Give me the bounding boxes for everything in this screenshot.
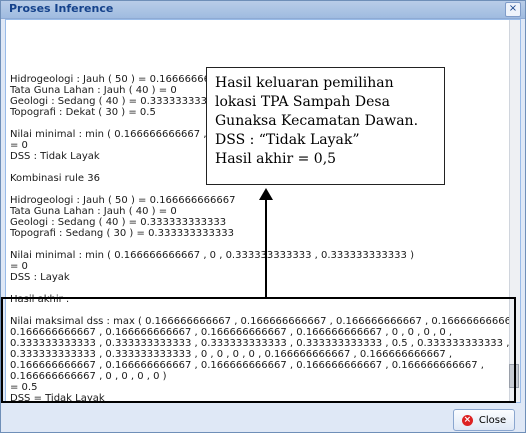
log-line: Geologi : Sedang ( 40 ) = 0.333333333333 (10, 96, 227, 107)
callout-line: Hasil akhir = 0,5 (215, 151, 337, 167)
annotation-arrow-line (265, 198, 267, 299)
log-line (10, 184, 500, 195)
log-line: Tata Guna Lahan : Jauh ( 40 ) = 0 (10, 206, 177, 217)
dialog-titlebar[interactable]: Proses Inference × (1, 1, 525, 19)
callout-line: Hasil keluaran pemilihan (215, 75, 394, 91)
close-button[interactable]: × Close (453, 409, 515, 431)
log-line: Geologi : Sedang ( 40 ) = 0.333333333333 (10, 217, 227, 228)
close-button-label: Close (478, 414, 507, 426)
log-line: 0.166666666667 , 0.166666666667 , 0.1666… (10, 360, 484, 371)
log-line: = 0 (10, 140, 28, 151)
log-line (10, 239, 500, 250)
log-line: Hidrogeologi : Jauh ( 50 ) = 0.166666666… (10, 74, 236, 85)
dialog-footer: × Close (1, 403, 525, 432)
callout-line: DSS : “Tidak Layak” (215, 132, 360, 148)
log-line: 0.333333333333 , 0.333333333333 , 0 , 0 … (10, 349, 453, 360)
log-line: Topografi : Dekat ( 30 ) = 0.5 (10, 107, 156, 118)
annotation-arrow-head (259, 188, 273, 200)
log-line: Hasil akhir : (10, 294, 70, 305)
log-line: 0.166666666667 , 0 , 0 , 0 , 0 ) (10, 371, 167, 382)
log-line: 0.333333333333 , 0.333333333333 , 0.3333… (10, 338, 510, 349)
log-line: Nilai minimal : min ( 0.166666666667 , 0… (10, 250, 414, 261)
result-highlight-box (1, 297, 516, 403)
log-line: Nilai maksimal dss : max ( 0.16666666666… (10, 316, 521, 327)
log-line: 0.166666666667 , 0.166666666667 , 0.1666… (10, 327, 453, 338)
close-icon: × (461, 414, 473, 426)
log-line: = 0 (10, 261, 28, 272)
log-line: = 0.5 (10, 382, 38, 393)
callout-line: Gunaksa Kecamatan Dawan. (215, 113, 419, 129)
log-line: Kombinasi rule 36 (10, 173, 100, 184)
log-line: Hidrogeologi : Jauh ( 50 ) = 0.166666666… (10, 195, 236, 206)
dialog-title: Proses Inference (9, 2, 114, 15)
log-line: Tata Guna Lahan : Jauh ( 40 ) = 0 (10, 85, 177, 96)
log-line: DSS = Tidak Layak (10, 393, 105, 403)
log-line (10, 283, 500, 294)
log-line: Topografi : Sedang ( 30 ) = 0.3333333333… (10, 228, 234, 239)
annotation-callout: Hasil keluaran pemilihan lokasi TPA Samp… (206, 67, 445, 185)
log-line: DSS : Tidak Layak (10, 151, 100, 162)
close-icon[interactable]: × (505, 2, 521, 17)
callout-line: lokasi TPA Sampah Desa (215, 94, 390, 110)
log-line: DSS : Layak (10, 272, 70, 283)
